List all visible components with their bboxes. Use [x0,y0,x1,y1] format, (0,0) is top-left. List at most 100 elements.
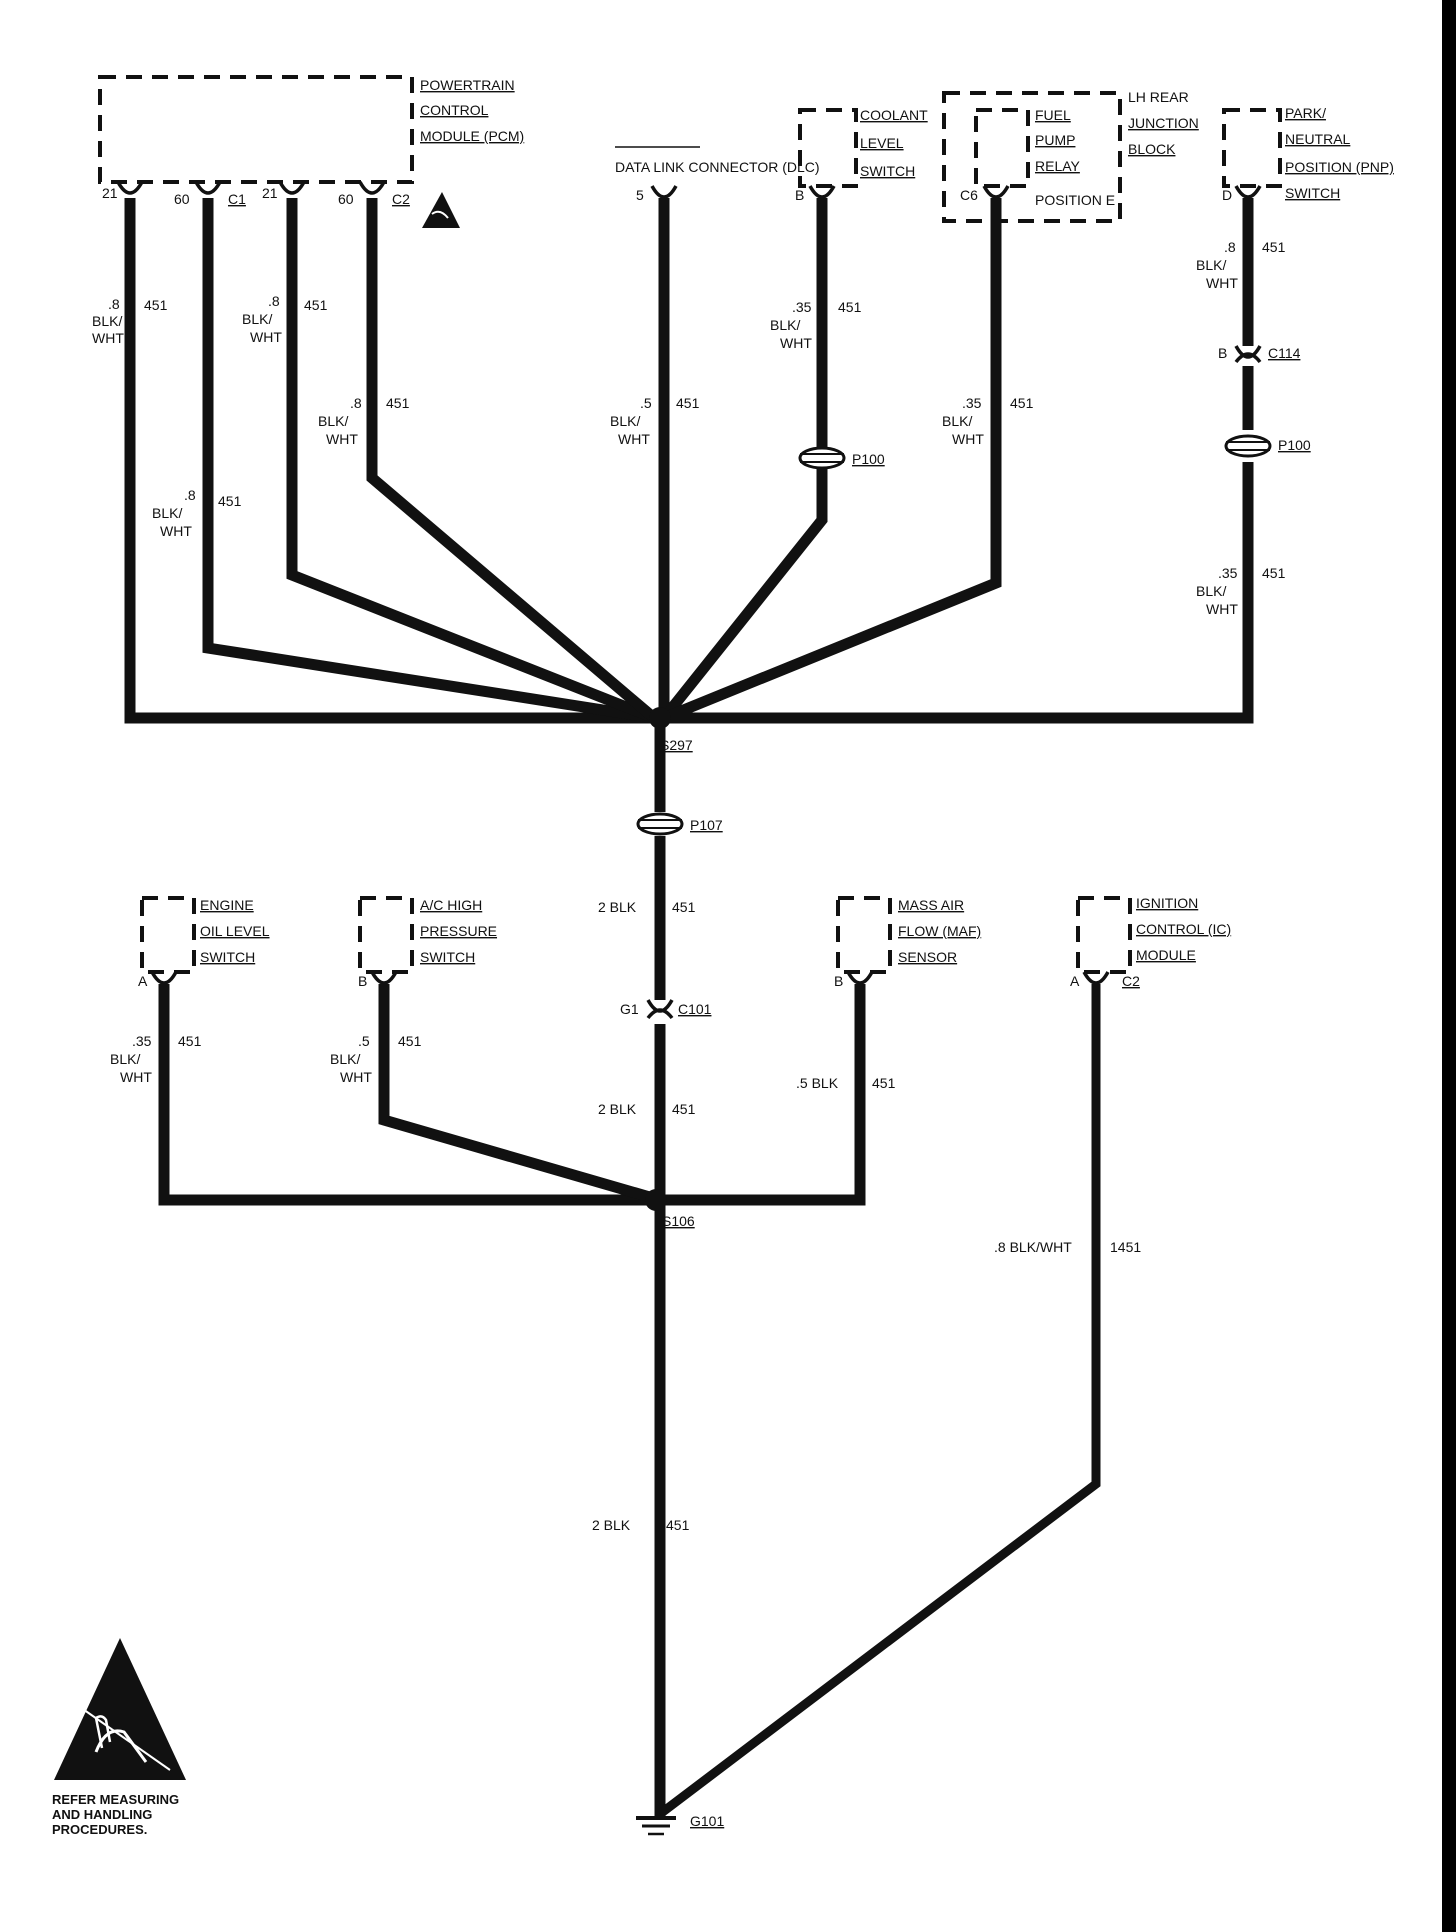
dlc-pin: 5 [636,185,678,203]
svg-text:.35: .35 [1218,565,1238,581]
pnp-switch-box [1222,108,1282,188]
svg-text:451: 451 [218,493,242,509]
pcm-label-3: MODULE (PCM) [420,128,524,144]
pnp-pin: D [1222,185,1262,203]
maf-label-2: FLOW (MAF) [898,923,981,939]
svg-text:.8: .8 [1224,239,1236,255]
label-wire-engine-oil: .35 BLK/ WHT 451 [110,1033,202,1085]
label-wire-pcm-c2-21: .8 BLK/ WHT 451 [242,293,328,345]
svg-text:21: 21 [262,185,278,201]
svg-text:BLK/: BLK/ [1196,583,1226,599]
svg-text:.8 BLK/WHT: .8 BLK/WHT [994,1239,1072,1255]
svg-text:C2: C2 [392,191,410,207]
label-wire-coolant: .35 BLK/ WHT 451 [770,299,862,351]
label-wire-pnp-upper: .8 BLK/ WHT 451 [1196,239,1286,291]
label-wire-c101-s106: 2 BLK 451 [598,1101,696,1117]
wire-maf [660,984,866,1206]
maf-pin: B [834,971,874,989]
ground-g101: G101 [636,1813,724,1836]
svg-text:A: A [1070,973,1080,989]
svg-text:C2: C2 [1122,973,1140,989]
ac-high-label-2: PRESSURE [420,923,497,939]
wire-fuel-pump [661,198,1002,724]
svg-text:BLK/: BLK/ [1196,257,1226,273]
svg-text:2 BLK: 2 BLK [592,1517,631,1533]
svg-text:.8: .8 [184,487,196,503]
esd-warning-icon-small [422,192,460,228]
svg-text:WHT: WHT [1206,601,1238,617]
fuel-pump-label-2: PUMP [1035,132,1075,148]
svg-text:.8: .8 [268,293,280,309]
ac-high-label-3: SWITCH [420,949,475,965]
svg-text:B: B [1218,345,1227,361]
fuel-pump-label-1: FUEL [1035,107,1071,123]
label-wire-fuel-pump: .35 BLK/ WHT 451 [942,395,1034,447]
svg-text:S297: S297 [660,737,693,753]
pnp-label-4: SWITCH [1285,185,1340,201]
maf-label-3: SENSOR [898,949,957,965]
svg-text:C114: C114 [1268,345,1301,361]
svg-text:WHT: WHT [1206,275,1238,291]
svg-text:P100: P100 [852,451,885,467]
svg-text:451: 451 [1262,565,1286,581]
wire-pcm-c2-21 [286,198,657,724]
svg-text:1451: 1451 [1110,1239,1141,1255]
engine-oil-label-2: OIL LEVEL [200,923,270,939]
svg-text:B: B [834,973,843,989]
label-wire-s106-g101: 2 BLK 451 [592,1517,690,1533]
pcm-label-1: POWERTRAIN [420,77,515,93]
pnp-label-2: NEUTRAL [1285,131,1351,147]
svg-text:BLK/: BLK/ [110,1051,140,1067]
icm-label-2: CONTROL (IC) [1136,921,1231,937]
svg-text:BLK/: BLK/ [318,413,348,429]
label-wire-pcm-c1-21: .8 BLK/ WHT 451 [92,296,168,346]
svg-text:451: 451 [144,297,168,313]
coolant-label-1: COOLANT [860,107,928,123]
svg-text:2 BLK: 2 BLK [598,1101,637,1117]
svg-text:451: 451 [304,297,328,313]
pcm-label-2: CONTROL [420,102,489,118]
connector-p107: P107 [636,812,723,836]
wire-ac-high [378,984,662,1206]
svg-text:BLK/: BLK/ [92,313,122,329]
wire-pcm-c2-60 [366,198,658,723]
svg-text:WHT: WHT [780,335,812,351]
connector-p100-pnp: P100 [1224,434,1311,458]
fuel-pump-pin: C6 [960,185,1010,203]
coolant-pin: B [795,185,836,203]
svg-text:451: 451 [1262,239,1286,255]
svg-text:WHT: WHT [92,330,124,346]
ac-high-label-1: A/C HIGH [420,897,482,913]
splice-s106: S106 [645,1189,695,1229]
fuel-pump-position: POSITION E [1035,192,1115,208]
svg-text:.35: .35 [792,299,812,315]
svg-text:WHT: WHT [250,329,282,345]
esd-note-line-1: REFER MEASURING [52,1792,180,1807]
svg-text:5: 5 [636,187,644,203]
ac-high-pressure-switch-box [358,896,414,974]
ac-high-pin: B [358,971,398,989]
label-wire-pnp-lower: .35 BLK/ WHT 451 [1196,565,1286,617]
svg-text:B: B [795,187,804,203]
svg-text:P100: P100 [1278,437,1311,453]
wire-pcm-c1-21 [124,198,654,724]
svg-text:451: 451 [672,899,696,915]
wire-pnp [664,198,1254,724]
label-wire-s297-p107: 2 BLK 451 [598,899,696,915]
esd-note: REFER MEASURING AND HANDLING PROCEDURES. [52,1792,179,1837]
right-edge-bar [1442,0,1456,1932]
wire-coolant [659,198,828,722]
svg-text:451: 451 [872,1075,896,1091]
svg-text:.5 BLK: .5 BLK [796,1075,839,1091]
pnp-label-1: PARK/ [1285,105,1326,121]
maf-sensor-box [836,896,892,974]
lh-rear-junction-block-box [942,91,1122,223]
svg-text:.8: .8 [350,395,362,411]
connector-p100-coolant: P100 [798,440,885,502]
svg-text:C6: C6 [960,187,978,203]
label-wire-dlc: .5 BLK/ WHT 451 [610,395,700,447]
svg-text:P107: P107 [690,817,723,833]
pcm-pin-c1-60: 60 C1 [174,181,246,207]
svg-text:D: D [1222,187,1232,203]
